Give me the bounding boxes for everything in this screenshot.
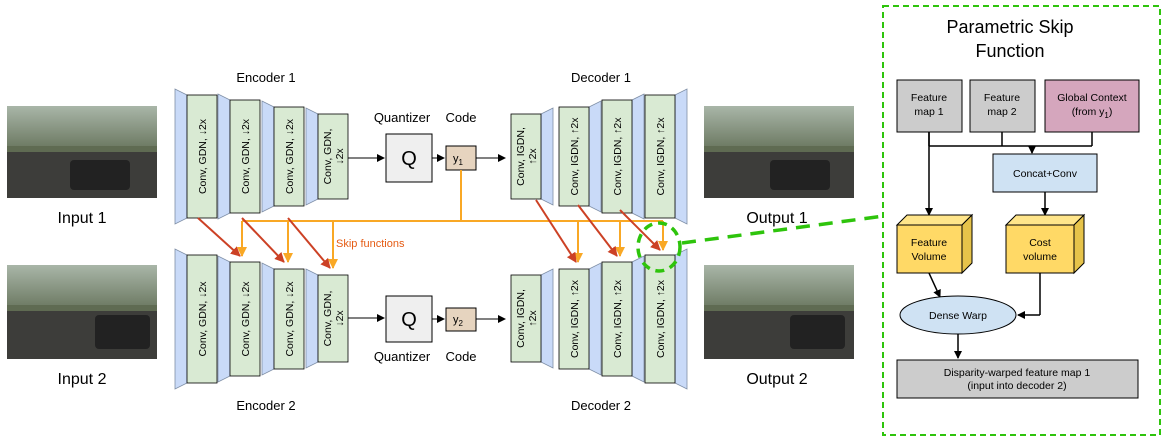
feature-map2-text-2: map 2: [987, 106, 1016, 118]
decoder2-layer-1-label: Conv, IGDN,↑2x: [515, 289, 539, 348]
decoder2-layer-3-label: Conv, IGDN, ↑2x: [612, 279, 624, 358]
encoder2-layer-1: Conv, GDN, ↓2x: [174, 248, 218, 390]
decoder2-layer-4-label: Conv, IGDN, ↑2x: [655, 279, 667, 358]
decoder2-layer-2: Conv, IGDN, ↑2x: [558, 262, 602, 376]
global-context-text-2: (from y1): [1072, 106, 1113, 120]
quantizer2-label: Quantizer: [374, 349, 431, 364]
skip-functions-label: Skip functions: [336, 238, 405, 250]
code-y2-label: y2: [453, 314, 464, 328]
encoder1-layer-4-label: Conv, GDN,↓2x: [322, 129, 346, 185]
decoder1-layer-3: Conv, IGDN, ↑2x: [601, 93, 645, 220]
disparity-warped-text-2: (input into decoder 2): [967, 380, 1066, 392]
encoder1-layer-4: Conv, GDN,↓2x: [305, 107, 349, 206]
encoder2-layer-4: Conv, GDN,↓2x: [305, 268, 349, 369]
encoder1-layer-1-label: Conv, GDN, ↓2x: [197, 118, 209, 194]
encoder2-layer-3-label: Conv, GDN, ↓2x: [284, 281, 296, 357]
encoder2-layer-3: Conv, GDN, ↓2x: [261, 262, 305, 376]
cost-volume-box: [1005, 224, 1075, 274]
feature-map2-text-1: Feature: [984, 92, 1020, 104]
decoder1-layers: Conv, IGDN,↑2x Conv, IGDN, ↑2x Conv, IGDN,…: [510, 88, 688, 225]
psf-title-line2: Function: [975, 41, 1044, 61]
encoder1-layer-2: Conv, GDN, ↓2x: [217, 93, 261, 220]
output1-label: Output 1: [746, 210, 807, 227]
quantizer1-label: Quantizer: [374, 110, 431, 125]
encoder1-title: Encoder 1: [236, 70, 295, 85]
decoder2-layer-2-label: Conv, IGDN, ↑2x: [569, 279, 581, 358]
input1-image: [7, 106, 157, 198]
decoder1-layer-2: Conv, IGDN, ↑2x: [558, 100, 602, 213]
code1-label: Code: [445, 110, 476, 125]
feature-volume-box: [896, 224, 963, 274]
decoder2-layers: Conv, IGDN,↑2x Conv, IGDN, ↑2x Conv, IGDN,…: [510, 248, 688, 390]
encoder2-layer-2: Conv, GDN, ↓2x: [217, 255, 261, 383]
encoder1-layer-1: Conv, GDN, ↓2x: [174, 88, 218, 225]
highlight-connector: [681, 214, 885, 245]
psf-panel: Parametric Skip Function Feature map 1 F…: [882, 5, 1161, 436]
skip-connections: [197, 170, 668, 269]
output1-image: [704, 106, 854, 198]
decoder1-layer-1-label: Conv, IGDN,↑2x: [515, 127, 539, 186]
decoder1-layer-4-label: Conv, IGDN, ↑2x: [655, 117, 667, 196]
encoder2-layer-1-label: Conv, GDN, ↓2x: [197, 281, 209, 357]
quantizer2-symbol: Q: [401, 309, 417, 331]
quantizer2-box: [385, 295, 433, 343]
cost-volume-text-2: volume: [1023, 251, 1057, 263]
encoder2-title: Encoder 2: [236, 398, 295, 413]
disparity-warped-box: [896, 359, 1139, 399]
quantizer1-symbol: Q: [401, 148, 417, 170]
feature-map1-text-1: Feature: [911, 92, 947, 104]
encoder1-layer-3: Conv, GDN, ↓2x: [261, 100, 305, 213]
code-y1-label: y1: [453, 153, 464, 167]
output2-label: Output 2: [746, 371, 807, 388]
code2-label: Code: [445, 349, 476, 364]
feature-map1-text-2: map 1: [914, 106, 943, 118]
encoder1-layer-2-label: Conv, GDN, ↓2x: [240, 118, 252, 194]
decoder1-title: Decoder 1: [571, 70, 631, 85]
decoder1-layer-3-label: Conv, IGDN, ↑2x: [612, 117, 624, 196]
input2-image: [7, 265, 157, 359]
input2-label: Input 2: [58, 371, 107, 388]
dense-warp-text: Dense Warp: [929, 310, 987, 322]
encoder1-layers: Conv, GDN, ↓2x Conv, GDN, ↓2x Conv, GDN, ↓…: [174, 88, 349, 225]
input1-label: Input 1: [58, 210, 107, 227]
encoder2-layer-4-label: Conv, GDN,↓2x: [322, 291, 346, 347]
highlight-ellipse: [636, 221, 682, 273]
global-context-text-1: Global Context: [1057, 92, 1127, 104]
encoder1-layer-3-label: Conv, GDN, ↓2x: [284, 118, 296, 194]
cost-volume-text-1: Cost: [1029, 237, 1051, 249]
decoder2-layer-3: Conv, IGDN, ↑2x: [601, 255, 645, 383]
feature-volume-text-1: Feature: [911, 237, 947, 249]
decoder1-layer-1: Conv, IGDN,↑2x: [510, 107, 554, 206]
decoder2-title: Decoder 2: [571, 398, 631, 413]
disparity-warped-text-1: Disparity-warped feature map 1: [944, 367, 1091, 379]
feature-volume-text-2: Volume: [911, 251, 946, 263]
decoder2-layer-1: Conv, IGDN,↑2x: [510, 268, 554, 369]
encoder2-layers: Conv, GDN, ↓2x Conv, GDN, ↓2x Conv, GDN, ↓…: [174, 248, 349, 390]
psf-title-line1: Parametric Skip: [946, 17, 1073, 37]
concat-conv-text: Concat+Conv: [1013, 168, 1078, 180]
encoder2-layer-2-label: Conv, GDN, ↓2x: [240, 281, 252, 357]
decoder2-layer-4: Conv, IGDN, ↑2x: [644, 248, 688, 390]
decoder1-layer-2-label: Conv, IGDN, ↑2x: [569, 117, 581, 196]
output2-image: [704, 265, 854, 359]
decoder1-layer-4: Conv, IGDN, ↑2x: [644, 88, 688, 225]
